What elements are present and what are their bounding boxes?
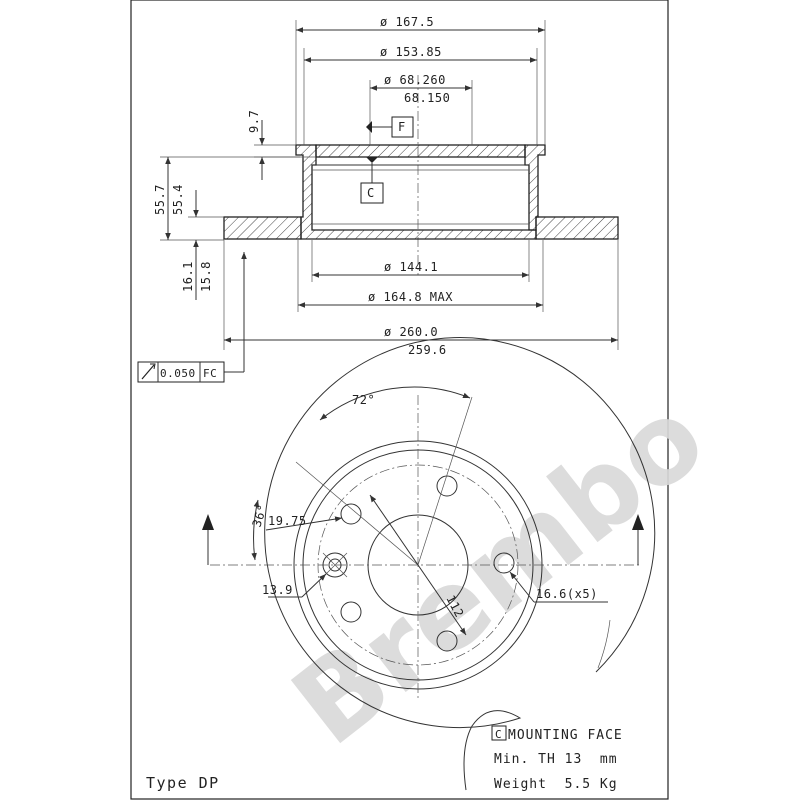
mounting-face-label: MOUNTING FACE xyxy=(508,728,623,743)
dim-pin-hole: 13.9 xyxy=(262,583,293,597)
hat-left-wall xyxy=(295,144,537,240)
dim-total-height-max: 55.7 xyxy=(153,184,167,215)
datum-f-label: F xyxy=(398,120,406,134)
type-label: Type DP xyxy=(146,774,220,792)
datum-f-box xyxy=(391,116,414,138)
weight-note: Weight 5.5 Kg xyxy=(494,777,618,792)
hat-right-wall xyxy=(524,144,546,231)
datum-c-label: C xyxy=(367,186,375,200)
section-arrow-right xyxy=(632,514,644,530)
mounting-face-key: C xyxy=(495,728,503,741)
bolt-hole xyxy=(340,503,362,525)
dim-inner-drum-diameter: ø 144.1 xyxy=(384,260,438,274)
min-thickness-note: Min. TH 13 mm xyxy=(494,752,618,767)
bolt-hole xyxy=(493,552,515,574)
dim-hat-max-diameter: ø 164.8 MAX xyxy=(368,290,453,304)
notes-block: C MOUNTING FACE Min. TH 13 mm Weight 5.5… xyxy=(491,725,623,792)
section-arrow-left xyxy=(202,514,214,530)
dim-disc-thickness-min: 15.8 xyxy=(199,261,213,292)
dim-bolt-angle: 72° xyxy=(352,393,375,407)
disc-outer-edge xyxy=(264,337,656,791)
drawing-frame xyxy=(130,0,669,800)
section-view: ø 167.5 ø 153.85 ø 68.260 68.150 F C 9.7 xyxy=(137,15,619,383)
hat-top-web xyxy=(315,144,526,158)
dim-center-bore-min: 68.150 xyxy=(404,91,450,105)
dim-disc-diameter-max: ø 260.0 xyxy=(384,325,438,339)
pin-hole xyxy=(322,552,348,578)
runout-icon xyxy=(141,363,156,380)
dim-disc-thickness-max: 16.1 xyxy=(181,261,195,292)
bolt-hole xyxy=(340,601,362,623)
tolerance-frame xyxy=(137,361,225,383)
tolerance-datum: FC xyxy=(203,367,217,380)
dim-center-bore-max: ø 68.260 xyxy=(384,73,446,87)
dim-total-height-min: 55.4 xyxy=(171,184,185,215)
dim-hat-thickness: 9.7 xyxy=(247,110,261,133)
flange-left xyxy=(223,216,302,240)
bolt-holes xyxy=(340,475,515,652)
dim-disc-diameter-min: 259.6 xyxy=(408,343,447,357)
datum-c-box xyxy=(360,182,384,204)
bolt-hole xyxy=(436,475,458,497)
dim-hole-offset: 19.75 xyxy=(268,514,307,528)
dim-outer-hat-diameter: ø 167.5 xyxy=(380,15,434,29)
dim-secondary-angle: 36° xyxy=(250,503,270,529)
dim-bolt-holes: 16.6(x5) xyxy=(536,587,598,601)
tolerance-value: 0.050 xyxy=(160,367,196,380)
dim-inner-hat-diameter: ø 153.85 xyxy=(380,45,442,59)
flange-right xyxy=(535,216,619,240)
mounting-face-key-box xyxy=(491,725,507,741)
